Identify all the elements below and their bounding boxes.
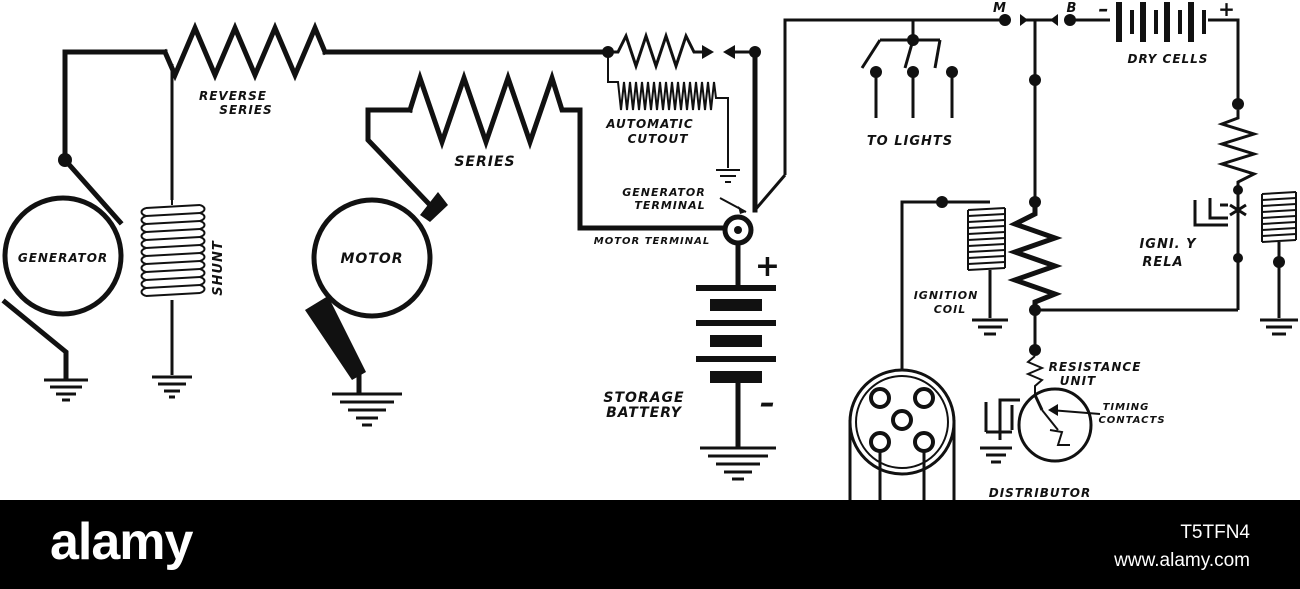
reverse-series-coil (161, 21, 329, 82)
label-timing-contacts-1: TIMING (1103, 402, 1150, 413)
labels: GENERATOR REVERSE SERIES SHUNT MOTOR SER… (18, 0, 1236, 500)
series-coil (406, 69, 731, 231)
motor-circle (311, 197, 433, 319)
label-motor: MOTOR (340, 251, 403, 267)
shunt-coil (140, 200, 206, 297)
label-storage-battery-1: STORAGE (603, 390, 684, 406)
storage-battery (696, 214, 776, 481)
label-reverse-series-1: REVERSE (199, 89, 267, 103)
label-automatic-cutout-2: CUTOUT (628, 132, 689, 146)
label-ignition-relay-2: RELA (1142, 255, 1183, 270)
label-resistance-unit-2: UNIT (1060, 374, 1096, 388)
ignition-relay (1029, 20, 1298, 336)
label-generator-terminal-2: TERMINAL (634, 199, 705, 212)
label-battery-plus: + (755, 249, 781, 284)
image-id: T5TFN4 (1180, 522, 1250, 543)
label-dry-plus: + (1218, 0, 1236, 21)
label-ignition-coil-2: COIL (934, 303, 967, 316)
label-resistance-unit-1: RESISTANCE (1049, 360, 1142, 374)
label-generator: GENERATOR (18, 251, 108, 265)
label-battery-minus: – (760, 386, 776, 421)
label-timing-contacts-2: CONTACTS (1098, 415, 1165, 426)
label-b: B (1067, 1, 1078, 16)
label-storage-battery-2: BATTERY (606, 405, 683, 421)
alamy-logo: alamy (50, 513, 193, 571)
motor-circuit (305, 69, 731, 427)
watermark-bar: alamy T5TFN4 www.alamy.com (0, 500, 1300, 589)
label-shunt: SHUNT (211, 240, 226, 296)
label-ignition-relay-1: IGNI. Y (1139, 237, 1197, 252)
label-to-lights: TO LIGHTS (867, 134, 953, 149)
distributor (848, 368, 956, 500)
label-reverse-series-2: SERIES (219, 103, 272, 117)
ground-symbol (44, 378, 88, 402)
mb-switch-and-dry-cells (999, 2, 1240, 100)
site-url: www.alamy.com (1114, 550, 1250, 571)
label-dry-minus: – (1099, 0, 1110, 21)
generator-circle (2, 195, 124, 317)
timing-contacts (980, 387, 1101, 464)
label-m: M (993, 1, 1007, 16)
label-generator-terminal-1: GENERATOR (622, 186, 706, 199)
label-ignition-coil-1: IGNITION (914, 289, 979, 302)
label-dry-cells: DRY CELLS (1128, 52, 1209, 66)
automatic-cutout (602, 18, 1000, 214)
label-series: SERIES (454, 154, 515, 170)
label-automatic-cutout-1: AUTOMATIC (605, 117, 693, 131)
wiring-diagram: GENERATOR REVERSE SERIES SHUNT MOTOR SER… (0, 0, 1300, 500)
generator-circuit (1, 21, 608, 402)
lights-switches (860, 20, 958, 118)
ignition-coil (900, 196, 1238, 400)
label-distributor: DISTRIBUTOR (989, 486, 1091, 500)
label-motor-terminal: MOTOR TERMINAL (594, 236, 710, 247)
